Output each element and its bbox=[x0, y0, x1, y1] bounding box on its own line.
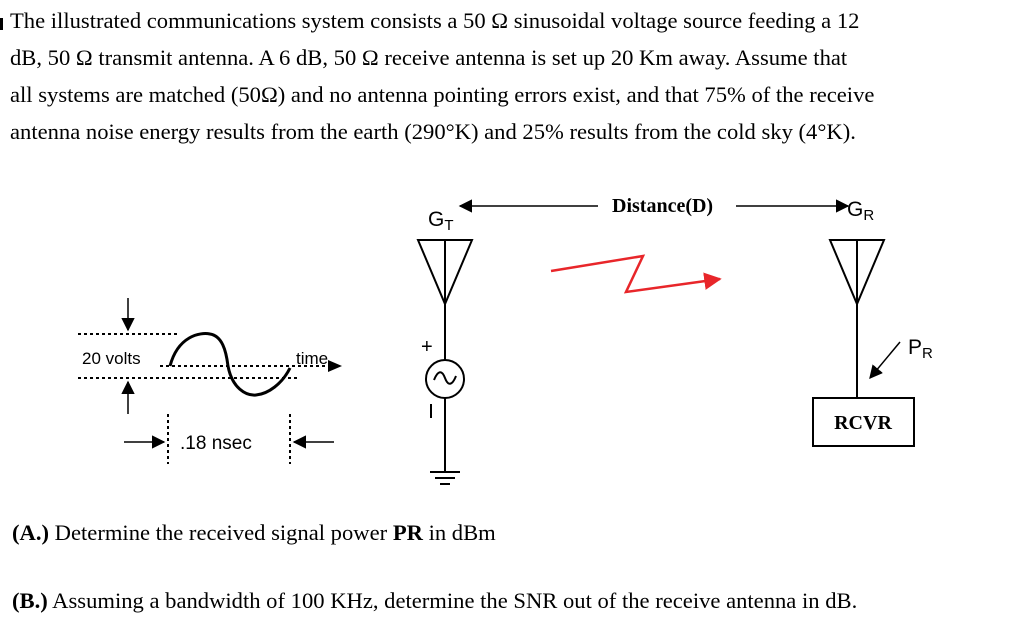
source-waveform: 20 volts time .18 nsec bbox=[78, 298, 342, 464]
pr-arrow bbox=[869, 341, 901, 380]
period-label: .18 nsec bbox=[180, 433, 252, 454]
problem-line: The illustrated communications system co… bbox=[10, 8, 860, 33]
ground-icon bbox=[430, 471, 460, 485]
question-a-bold: PR bbox=[392, 520, 423, 545]
rcvr-box bbox=[812, 397, 915, 447]
time-label: time bbox=[296, 349, 328, 368]
ac-source-tilde bbox=[433, 371, 457, 385]
plus-sign: + bbox=[421, 336, 433, 358]
question-a-prefix: (A.) bbox=[12, 520, 50, 545]
question-a-text-1: Determine the received signal power bbox=[49, 520, 393, 545]
question-a-text-2: in dBm bbox=[422, 520, 496, 545]
pr-label: PR bbox=[908, 336, 933, 362]
problem-line: dB, 50 Ω transmit antenna. A 6 dB, 50 Ω … bbox=[10, 45, 848, 70]
margin-mark bbox=[0, 18, 3, 30]
signal-zigzag bbox=[550, 254, 722, 294]
question-b-text: Assuming a bandwidth of 100 KHz, determi… bbox=[47, 588, 858, 613]
distance-indicator: Distance(D) bbox=[458, 195, 850, 217]
question-a: (A.) Determine the received signal power… bbox=[12, 520, 496, 546]
rcvr-label: RCVR bbox=[834, 412, 892, 434]
problem-line: all systems are matched (50Ω) and no ant… bbox=[10, 82, 875, 107]
sine-wave bbox=[168, 332, 292, 397]
problem-line: antenna noise energy results from the ea… bbox=[10, 119, 856, 144]
question-b: (B.) Assuming a bandwidth of 100 KHz, de… bbox=[12, 588, 857, 614]
transmit-antenna: GT + bbox=[416, 208, 474, 485]
amplitude-label: 20 volts bbox=[82, 349, 141, 368]
time-axis-arrowhead bbox=[328, 360, 342, 372]
question-b-prefix: (B.) bbox=[12, 588, 48, 613]
receive-antenna: GR PR RCVR bbox=[812, 198, 933, 447]
gr-label: GR bbox=[847, 198, 874, 224]
gt-label: GT bbox=[428, 208, 454, 234]
distance-label: Distance(D) bbox=[612, 195, 713, 217]
problem-statement: The illustrated communications system co… bbox=[10, 2, 1015, 150]
signal-path bbox=[550, 254, 722, 294]
